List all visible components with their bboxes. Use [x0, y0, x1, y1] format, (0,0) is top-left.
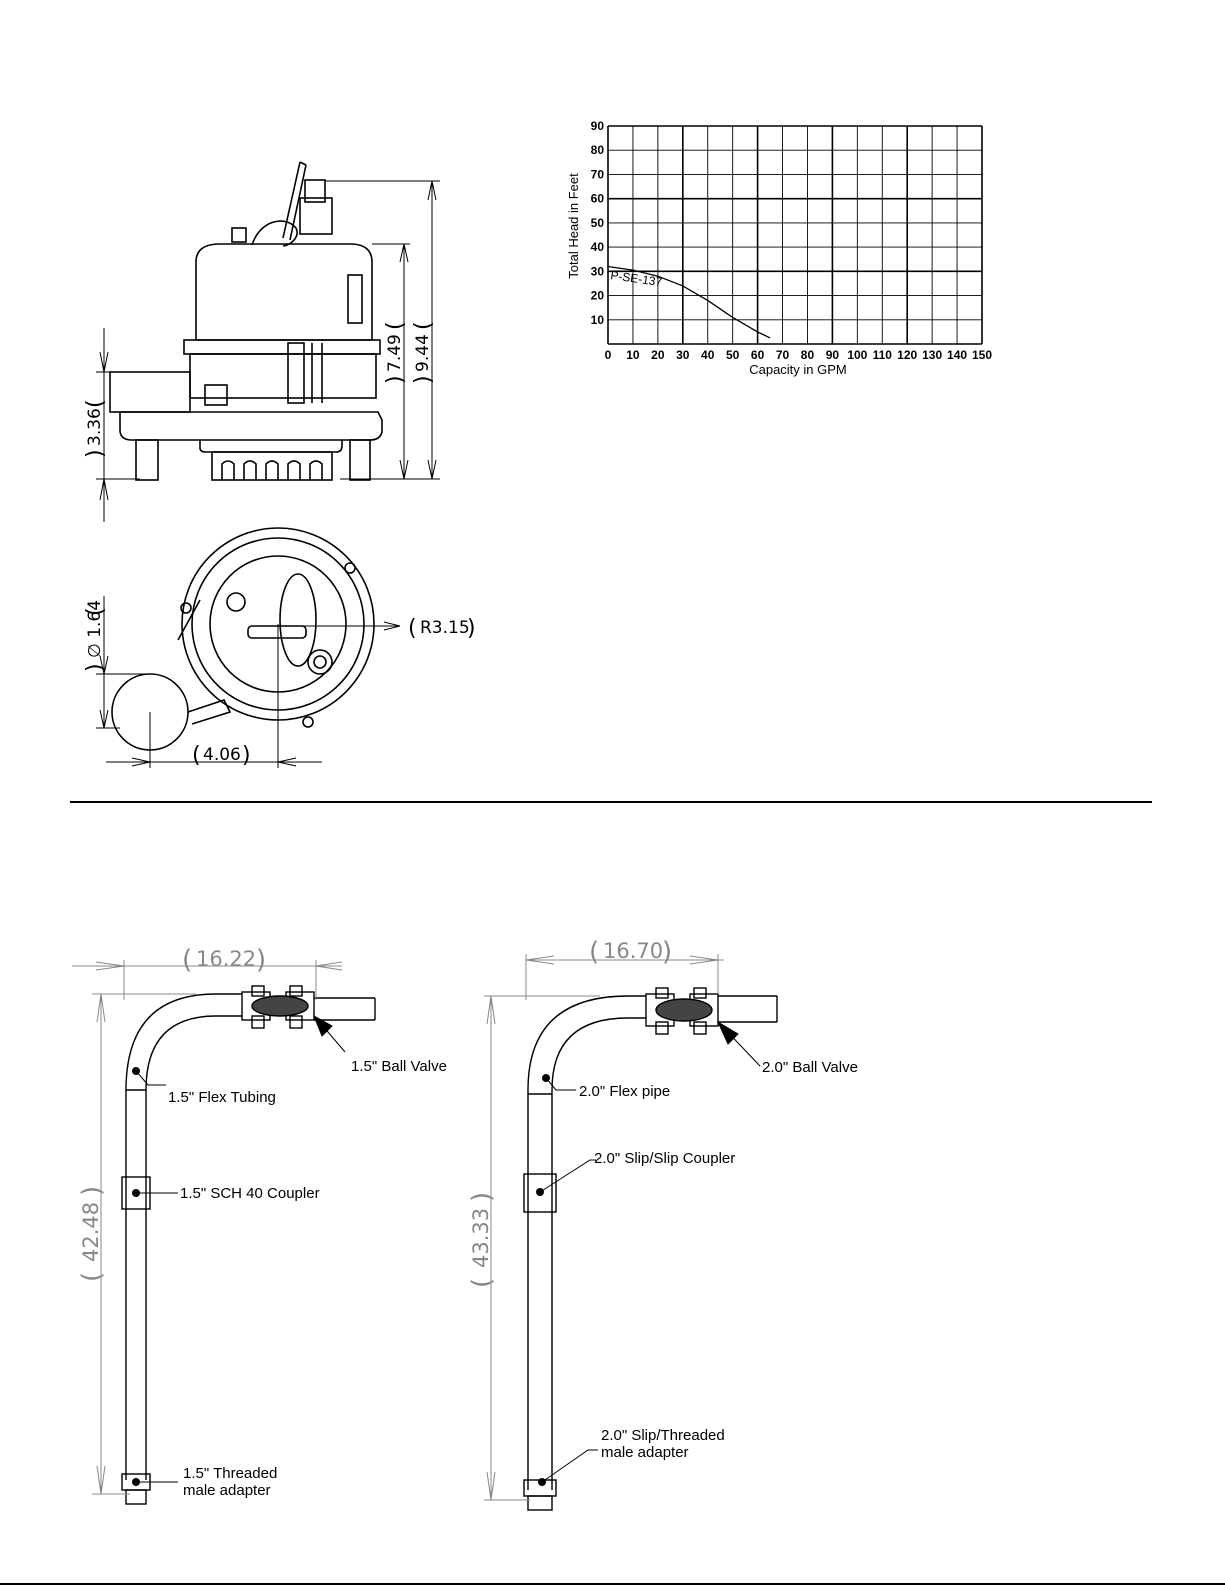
label-adapter-small-line1: 1.5" Threaded — [183, 1465, 277, 1482]
pipe-kit-large-dimensions — [484, 954, 724, 1501]
label-flex-pipe-large: 2.0" Flex pipe — [579, 1083, 670, 1100]
dim-paren: ) — [662, 937, 672, 967]
pipe-large-height-dim: 43.33 — [469, 1208, 493, 1268]
pipe-kit-small-leaders — [132, 1014, 346, 1486]
dim-paren: ) — [83, 449, 108, 458]
pump-dimension-lines — [96, 180, 440, 522]
x-tick-label: 130 — [922, 348, 942, 362]
dim-paren: ( — [77, 1272, 107, 1282]
pump-curve-line — [607, 265, 771, 339]
chart-x-tick-labels: 0 10 20 30 40 50 60 70 80 90 100 110 120 130 140 150 — [605, 348, 993, 362]
y-tick-label: 20 — [591, 289, 605, 303]
dim-paren: ( — [182, 945, 192, 975]
performance-chart: 0 10 20 30 40 50 60 70 80 90 100 110 120 130 140 150 10… — [566, 119, 992, 377]
pipe-kit-small-dimensions — [72, 960, 343, 1495]
y-tick-label: 70 — [591, 167, 605, 181]
y-tick-label: 80 — [591, 143, 605, 157]
pump-top-view — [111, 527, 375, 751]
label-ball-valve-small: 1.5" Ball Valve — [351, 1058, 447, 1075]
pipe-large-width-dim: 16.70 — [603, 939, 663, 963]
dim-paren: ( — [408, 616, 417, 641]
y-tick-label: 50 — [591, 216, 605, 230]
dim-paren: ( — [467, 1278, 497, 1288]
dim-paren: ( — [83, 607, 108, 616]
dim-paren: ( — [192, 743, 201, 768]
label-adapter-small-line2: male adapter — [183, 1482, 271, 1499]
dim-paren: ) — [467, 1192, 497, 1202]
dim-paren: ( — [383, 321, 408, 330]
x-tick-label: 50 — [726, 348, 740, 362]
x-tick-label: 0 — [605, 348, 612, 362]
dim-paren: ) — [467, 616, 476, 641]
dim-radius: R3.15 — [420, 618, 470, 638]
x-tick-label: 20 — [651, 348, 665, 362]
dim-height-body: 7.49 — [385, 334, 405, 372]
pump-side-view — [109, 161, 383, 481]
dim-height-base: 3.36 — [85, 408, 105, 446]
label-adapter-large-line2: male adapter — [601, 1444, 689, 1461]
dim-float-diameter: ∅ 1.64 — [85, 600, 105, 658]
top-view-dimension-lines — [96, 596, 401, 768]
label-flex-tubing-small: 1.5" Flex Tubing — [168, 1089, 276, 1106]
pipe-kit-large-drawing — [523, 987, 778, 1511]
y-tick-label: 60 — [591, 192, 605, 206]
label-ball-valve-large: 2.0" Ball Valve — [762, 1059, 858, 1076]
x-tick-label: 70 — [776, 348, 790, 362]
y-tick-label: 90 — [591, 119, 605, 133]
dim-paren: ) — [77, 1186, 107, 1196]
x-tick-label: 90 — [826, 348, 840, 362]
dim-paren: ) — [383, 375, 408, 384]
label-adapter-large-line1: 2.0" Slip/Threaded — [601, 1427, 725, 1444]
x-tick-label: 110 — [873, 348, 893, 362]
x-tick-label: 150 — [972, 348, 992, 362]
y-tick-label: 10 — [591, 313, 605, 327]
dim-height-total: 9.44 — [413, 334, 433, 372]
chart-grid — [607, 125, 983, 345]
x-tick-label: 10 — [626, 348, 640, 362]
dim-paren: ( — [83, 399, 108, 408]
y-tick-label: 30 — [591, 264, 605, 278]
x-tick-label: 140 — [947, 348, 967, 362]
dim-paren: ( — [411, 321, 436, 330]
label-coupler-small: 1.5" SCH 40 Coupler — [180, 1185, 320, 1202]
x-tick-label: 60 — [751, 348, 765, 362]
y-tick-label: 40 — [591, 240, 605, 254]
label-coupler-large: 2.0" Slip/Slip Coupler — [594, 1150, 735, 1167]
dim-paren: ) — [256, 945, 266, 975]
x-tick-label: 30 — [676, 348, 690, 362]
x-tick-label: 100 — [847, 348, 867, 362]
pipe-kit-small-drawing — [121, 985, 376, 1505]
x-tick-label: 80 — [801, 348, 815, 362]
chart-y-axis-label: Total Head in Feet — [566, 173, 581, 279]
pipe-kit-large-leaders — [536, 1020, 761, 1486]
dim-paren: ( — [589, 937, 599, 967]
dim-paren: ) — [411, 375, 436, 384]
pipe-small-width-dim: 16.22 — [196, 947, 256, 971]
chart-y-tick-labels: 10 20 30 40 50 60 70 80 90 — [591, 119, 605, 327]
dim-paren: ) — [242, 743, 251, 768]
pipe-small-height-dim: 42.48 — [79, 1202, 103, 1262]
x-tick-label: 40 — [701, 348, 715, 362]
dim-paren: ) — [83, 663, 108, 672]
chart-x-axis-label: Capacity in GPM — [749, 362, 847, 377]
dim-width: 4.06 — [203, 745, 241, 765]
x-tick-label: 120 — [897, 348, 917, 362]
